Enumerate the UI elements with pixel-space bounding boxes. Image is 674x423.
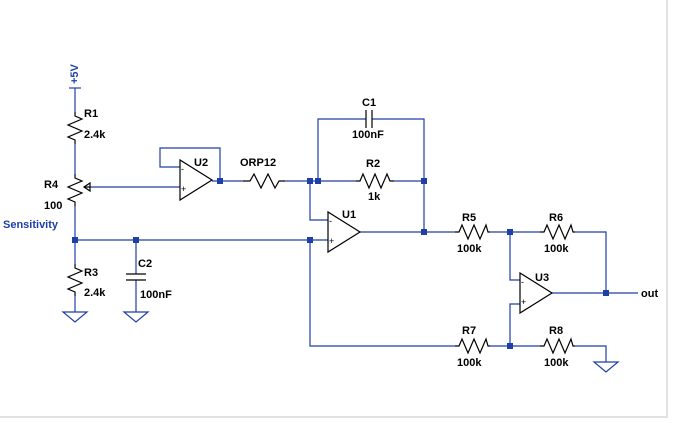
resistor-r6-ref: R6: [549, 212, 563, 224]
ldr-orp12: ORP12: [240, 157, 285, 190]
opamp-u2-minus-pin: -: [181, 164, 184, 174]
opamp-u1-plus-pin: +: [329, 236, 334, 246]
junction-dot: [307, 237, 313, 243]
capacitor-c2-value: 100nF: [140, 289, 172, 301]
junction-dot: [507, 229, 513, 235]
junction-dot: [421, 178, 427, 184]
capacitor-c2-ref: C2: [138, 258, 152, 270]
ldr-orp12-symbol: [243, 172, 285, 190]
resistor-r7: R7 100k: [455, 325, 490, 369]
ground-symbol-c2: [122, 311, 150, 323]
potentiometer-r4-value: 100: [44, 200, 62, 212]
opamp-u3: - + U3: [519, 271, 554, 315]
ground-symbol-r3: [61, 311, 89, 323]
opamp-u3-minus-pin: -: [521, 277, 524, 287]
resistor-r5-ref: R5: [462, 212, 476, 224]
resistor-r5-value: 100k: [457, 243, 482, 255]
junction-dot: [507, 343, 513, 349]
wire-u3plus: [509, 303, 520, 346]
wires: [74, 88, 638, 362]
resistor-r3-symbol: [66, 264, 84, 296]
potentiometer-r4-symbol: [66, 174, 84, 206]
junction-dots: [72, 178, 609, 349]
junction-dot: [72, 237, 78, 243]
junction-dot: [307, 178, 313, 184]
resistor-r2-symbol: [356, 172, 394, 190]
capacitor-c2: C2 100nF: [126, 258, 172, 301]
resistor-r3-ref: R3: [84, 267, 98, 279]
resistor-r3-value: 2.4k: [84, 287, 106, 299]
ldr-orp12-ref: ORP12: [240, 157, 276, 169]
ground-symbol-r8: [592, 361, 620, 373]
resistor-r2: R2 1k: [356, 158, 394, 203]
junction-dot: [603, 290, 609, 296]
ground-icon: [122, 311, 150, 323]
wire-r8-gnd: [575, 345, 607, 362]
resistor-r8-symbol: [540, 337, 575, 355]
opamp-u1-ref: U1: [342, 209, 356, 221]
opamp-u3-ref: U3: [535, 272, 549, 284]
wire-u2-feedback: [159, 147, 221, 181]
opamp-u1-body: [327, 210, 362, 254]
resistor-r2-ref: R2: [366, 158, 380, 170]
junction-dot: [217, 178, 223, 184]
resistor-r7-ref: R7: [462, 325, 476, 337]
ground-icon: [592, 361, 620, 373]
resistor-r1-symbol: [66, 112, 84, 144]
capacitor-c1-ref: C1: [362, 97, 376, 109]
vcc-symbol: +5V: [69, 63, 81, 89]
resistor-r2-value: 1k: [368, 191, 381, 203]
opamp-u2: - + U2: [179, 157, 214, 202]
capacitor-c1-symbol: [365, 110, 373, 128]
wire-r6-out: [575, 231, 607, 293]
resistor-r7-symbol: [455, 337, 490, 355]
wire-node-u1minus: [309, 181, 328, 221]
wire-c1-left: [317, 118, 366, 181]
wire-u3minus: [509, 232, 520, 281]
opamp-u3-plus-pin: +: [521, 297, 526, 307]
wire-c1-right: [372, 118, 425, 232]
junction-dot: [421, 229, 427, 235]
wire-lower-r7: [309, 240, 455, 347]
resistor-r8: R8 100k: [540, 325, 575, 369]
resistor-r6-symbol: [540, 223, 575, 241]
capacitor-c2-symbol: [126, 273, 146, 281]
resistor-r5: R5 100k: [455, 212, 490, 255]
resistor-r8-ref: R8: [549, 325, 563, 337]
resistor-r8-value: 100k: [544, 357, 569, 369]
resistor-r5-symbol: [455, 223, 490, 241]
capacitor-c1: C1 100nF: [352, 97, 384, 141]
potentiometer-r4-ref: R4: [44, 179, 59, 191]
opamp-u3-body: [519, 271, 554, 315]
potentiometer-r4: R4 100: [44, 174, 91, 212]
net-label-sensitivity: Sensitivity: [3, 219, 59, 231]
opamp-u2-body: [179, 158, 214, 202]
resistor-r6-value: 100k: [544, 243, 569, 255]
schematic-canvas: +5V R1 2.4k R4 100 R3 2.4k ORP12 R2 1k: [3, 63, 658, 373]
opamp-u2-ref: U2: [194, 157, 208, 169]
wiper-arrow-icon: [82, 181, 91, 193]
resistor-r3: R3 2.4k: [66, 264, 106, 299]
opamp-u1-minus-pin: -: [329, 216, 332, 226]
resistor-r1-value: 2.4k: [84, 129, 106, 141]
resistor-r1-ref: R1: [84, 108, 98, 120]
opamp-u1: - + U1: [327, 209, 362, 254]
vcc-label: +5V: [69, 63, 81, 84]
ground-icon: [61, 311, 89, 323]
net-label-out: out: [641, 288, 658, 300]
junction-dot: [133, 237, 139, 243]
junction-dot: [315, 178, 321, 184]
resistor-r1: R1 2.4k: [66, 108, 106, 144]
resistor-r6: R6 100k: [540, 212, 575, 255]
opamp-u2-plus-pin: +: [181, 184, 186, 194]
capacitor-c1-value: 100nF: [352, 129, 384, 141]
resistor-r7-value: 100k: [457, 357, 482, 369]
